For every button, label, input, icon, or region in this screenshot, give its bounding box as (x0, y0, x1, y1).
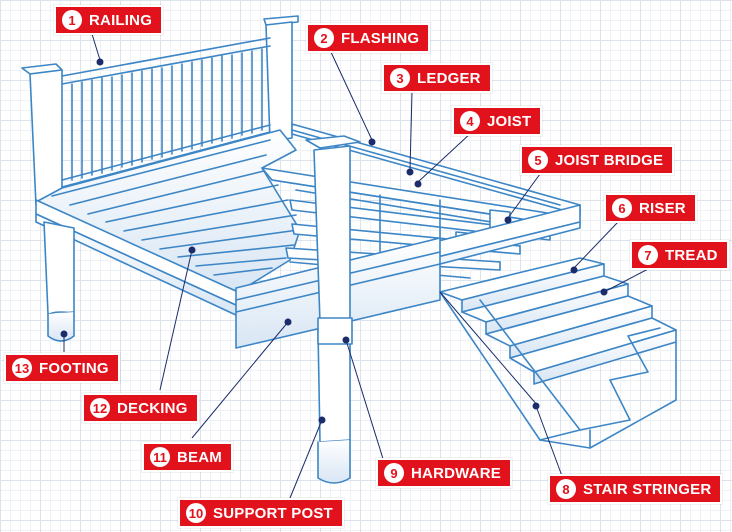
label-text: JOIST (487, 112, 532, 130)
label-decking: 12 DECKING (82, 393, 199, 423)
label-flashing: 2 FLASHING (306, 23, 431, 53)
posts-illustration (43, 135, 361, 484)
label-text: LEDGER (417, 69, 481, 87)
label-text: FLASHING (341, 29, 420, 47)
label-number: 12 (90, 398, 110, 418)
label-number: 2 (314, 28, 334, 48)
label-hardware: 9 HARDWARE (376, 458, 512, 488)
label-number: 3 (390, 68, 410, 88)
label-ledger: 3 LEDGER (382, 63, 492, 93)
label-text: RISER (639, 199, 686, 217)
stairs-illustration (439, 257, 677, 449)
label-joist-bridge: 5 JOIST BRIDGE (520, 145, 675, 175)
label-number: 6 (612, 198, 632, 218)
label-number: 13 (12, 358, 32, 378)
label-text: TREAD (665, 246, 718, 264)
label-riser: 6 RISER (604, 193, 697, 223)
label-number: 8 (556, 479, 576, 499)
label-footing: 13 FOOTING (4, 353, 120, 383)
label-text: SUPPORT POST (213, 504, 333, 522)
label-text: HARDWARE (411, 464, 501, 482)
label-support-post: 10 SUPPORT POST (178, 498, 344, 528)
label-beam: 11 BEAM (142, 442, 233, 472)
label-tread: 7 TREAD (630, 240, 729, 270)
label-railing: 1 RAILING (54, 5, 164, 35)
railing-illustration (21, 15, 299, 206)
label-joist: 4 JOIST (452, 106, 543, 136)
label-text: DECKING (117, 399, 188, 417)
label-text: JOIST BRIDGE (555, 151, 664, 169)
label-text: RAILING (89, 11, 153, 29)
label-text: FOOTING (39, 359, 109, 377)
label-number: 7 (638, 245, 658, 265)
label-number: 4 (460, 111, 480, 131)
label-number: 5 (528, 150, 548, 170)
label-number: 10 (186, 503, 206, 523)
label-number: 9 (384, 463, 404, 483)
label-text: STAIR STRINGER (583, 480, 712, 498)
label-number: 11 (150, 447, 170, 467)
label-text: BEAM (177, 448, 222, 466)
label-stair-stringer: 8 STAIR STRINGER (548, 474, 723, 504)
label-number: 1 (62, 10, 82, 30)
pointer-dots (60, 58, 608, 424)
